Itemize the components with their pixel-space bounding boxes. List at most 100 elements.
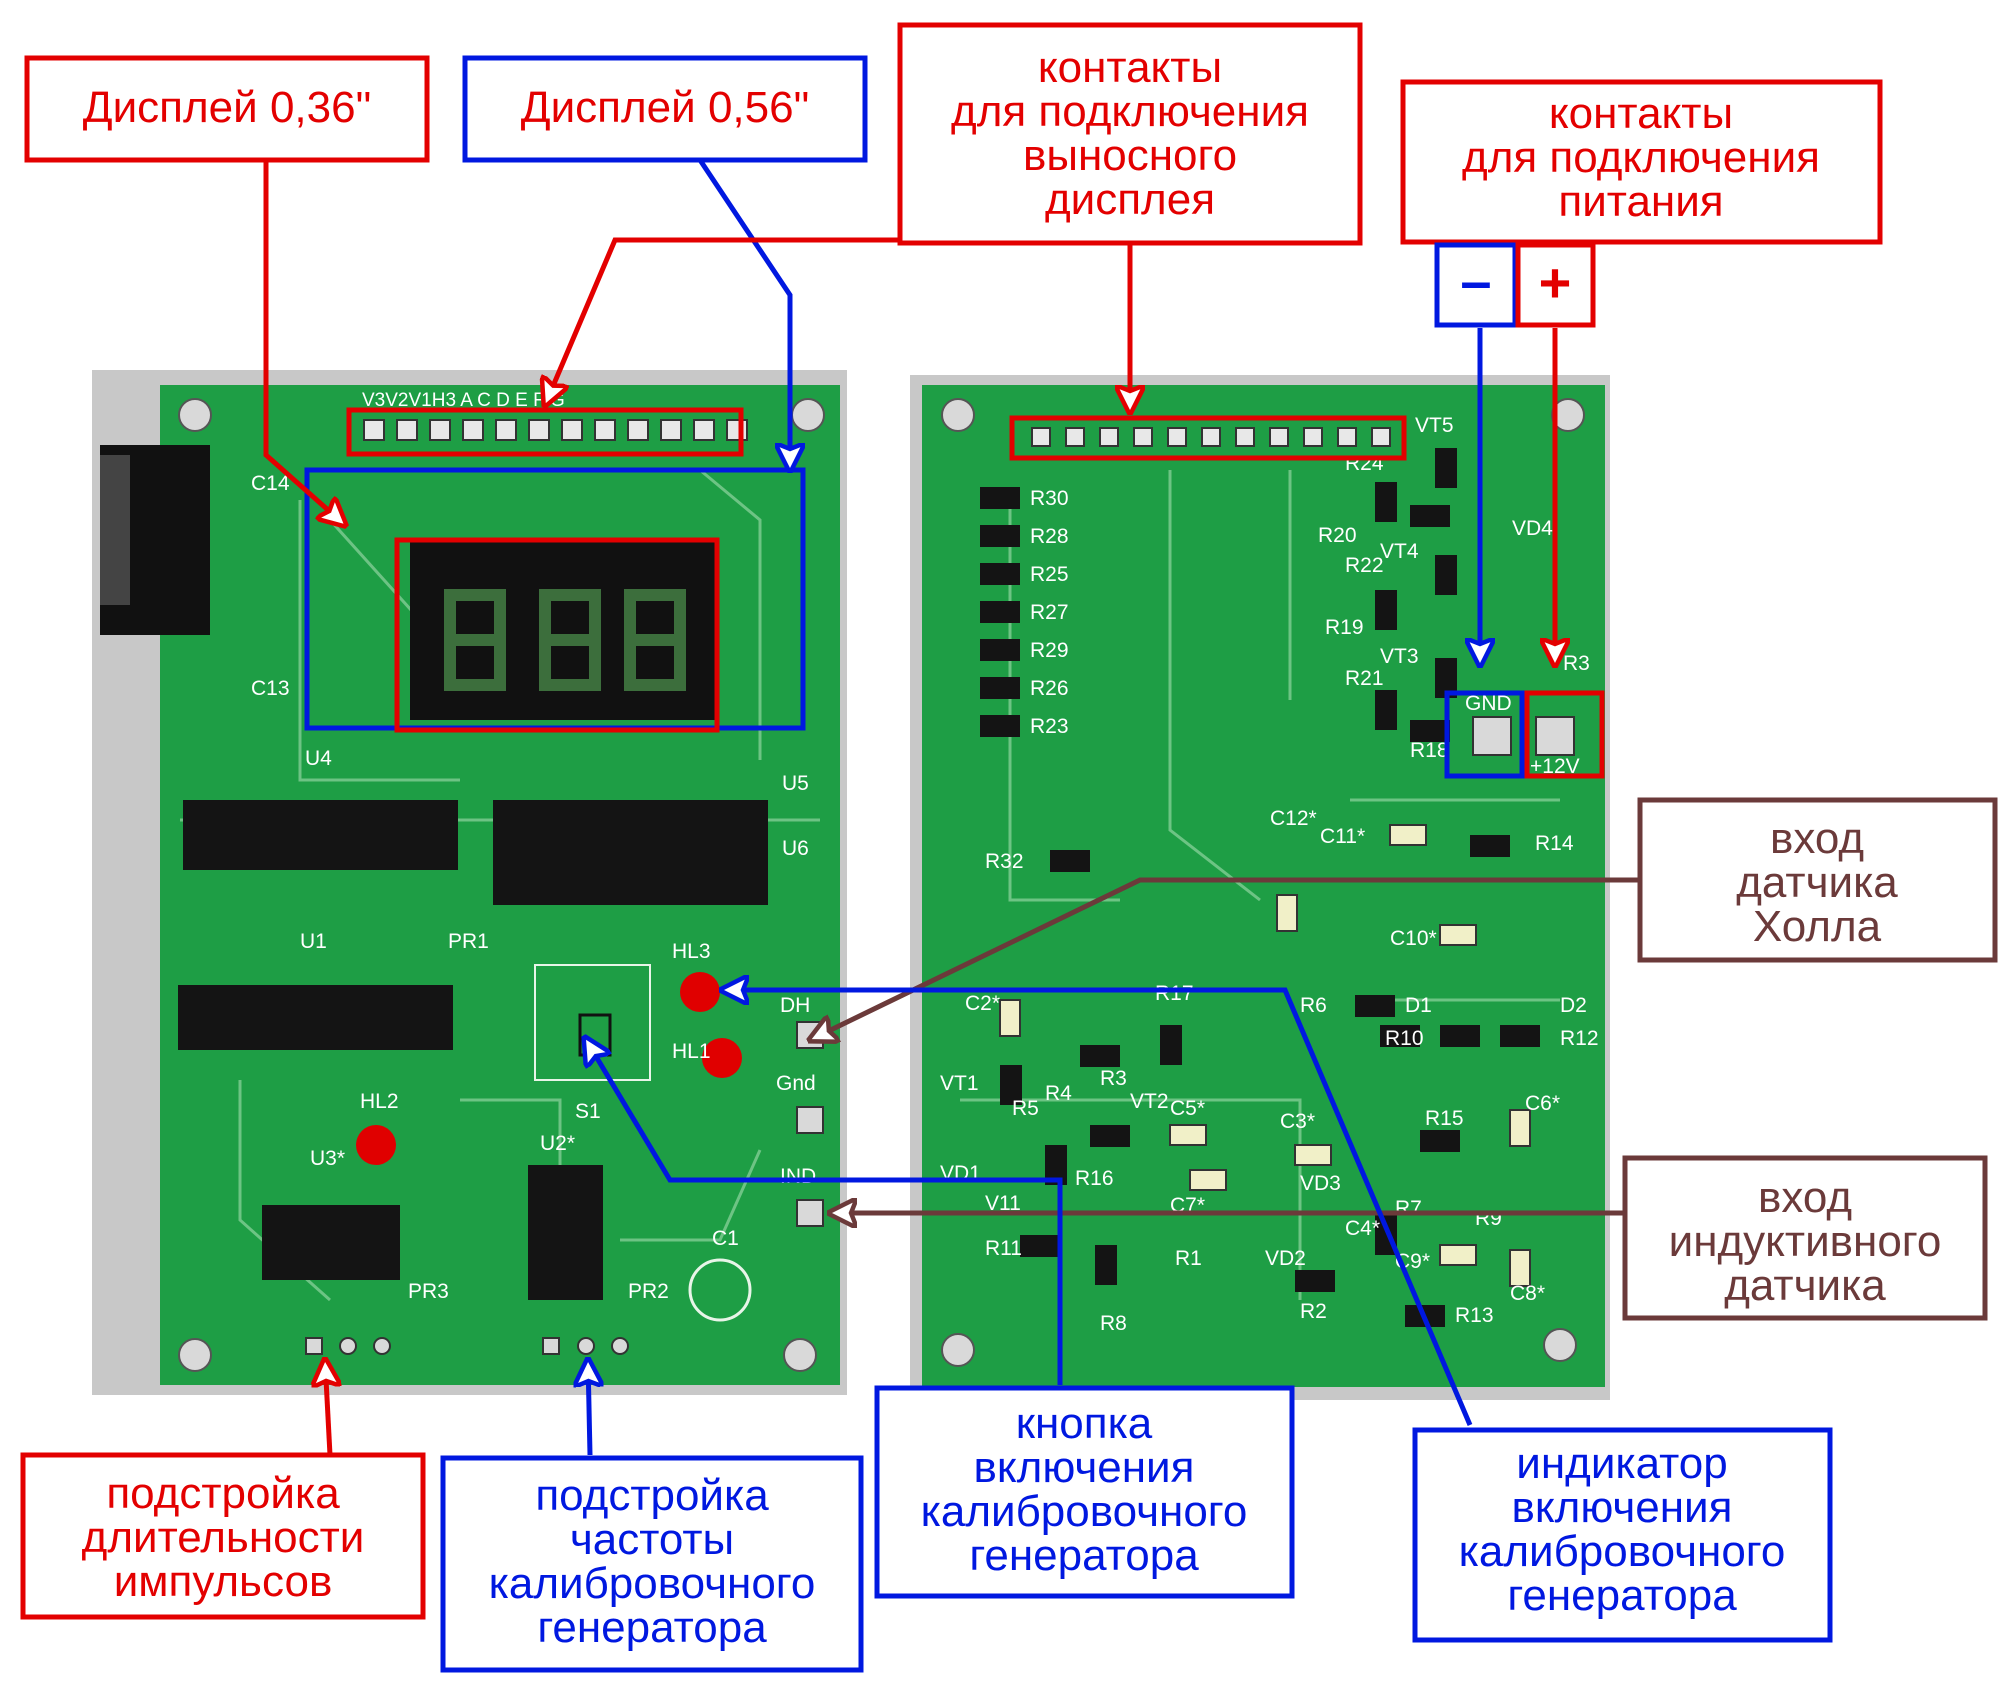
capacitor-c1 [688,1258,752,1322]
callout-plus: + [1515,242,1596,328]
callout-indicator-l3: калибровочного [1459,1527,1786,1576]
callout-button-l4: генератора [969,1531,1199,1580]
silk-r9: R9 [1475,1207,1502,1230]
power-pad [1535,716,1575,756]
silk-r13: R13 [1455,1304,1494,1327]
callout-indicator: индикатор включения калибровочного генер… [1412,1427,1833,1643]
silk-r7: R7 [1395,1197,1422,1220]
silk-r11: R11 [985,1237,1022,1260]
callout-frequency-l1: подстройка [535,1471,769,1520]
silk-r12: R12 [1560,1027,1599,1050]
callout-indicator-l1: индикатор [1516,1439,1727,1488]
silk-r27: R27 [1030,601,1069,624]
callout-button-l2: включения [974,1443,1195,1492]
silk-c1: C1 [712,1227,739,1250]
silk-u3: U3* [310,1147,345,1170]
callout-hall-l2: датчика [1736,858,1898,907]
callout-inductive-l1: вход [1758,1173,1852,1222]
silk-r24: R24 [1345,452,1384,475]
silk-c13: C13 [251,677,290,700]
silk-vd4: VD4 [1512,517,1553,540]
callout-display-056: Дисплей 0,56" [462,55,868,163]
silk-c5: C5* [1170,1097,1205,1120]
silk-ind: IND [780,1165,816,1188]
callout-display-036: Дисплей 0,36" [24,55,430,163]
silk-r4: R4 [1045,1082,1072,1105]
silk-r32: R32 [985,850,1024,873]
callout-power-l1: контакты [1549,89,1733,138]
silk-r15: R15 [1425,1107,1464,1130]
silk-vt4: VT4 [1380,540,1419,563]
silk-r18: R18 [1410,739,1449,762]
ic-u4 [183,800,458,870]
led-hl2 [356,1125,396,1165]
silk-s1: S1 [575,1100,601,1123]
callout-hall-l3: Холла [1753,902,1882,951]
silk-v11: V11 [985,1192,1021,1215]
ic-u5-u6 [493,800,768,905]
silk-u4: U4 [305,747,332,770]
silk-hl1: HL1 [672,1040,711,1063]
silk-pr3: PR3 [408,1280,449,1303]
switch-s1 [534,964,651,1081]
silk-c10: C10* [1390,927,1437,950]
ic-u1 [178,985,453,1050]
silk-r20: R20 [1318,524,1357,547]
silk-c8: C8* [1510,1282,1545,1305]
callout-frequency-l2: частоты [570,1515,734,1564]
silk-vd3: VD3 [1300,1172,1341,1195]
callout-hall: вход датчика Холла [1637,797,1998,963]
silk-r22: R22 [1345,554,1384,577]
gnd-pad [1472,716,1512,756]
silk-r19: R19 [1325,616,1364,639]
callout-pulse-width-l3: импульсов [114,1557,333,1606]
silk-dh: DH [780,994,810,1017]
silk-u2: U2* [540,1132,575,1155]
silk-u5: U5 [782,772,809,795]
led-hl3 [680,972,720,1012]
callout-frequency-l3: калибровочного [489,1559,816,1608]
silk-r28: R28 [1030,525,1069,548]
silk-r30: R30 [1030,487,1069,510]
silk-r2: R2 [1300,1300,1327,1323]
callout-remote-display-l1: контакты [1038,43,1222,92]
silk-vd2: VD2 [1265,1247,1306,1270]
silk-r8: R8 [1100,1312,1127,1335]
silk-pr2: PR2 [628,1280,669,1303]
right-board: VT5 R30 R28 R25 R27 R29 R26 R23 R24 R20 … [910,375,1610,1400]
silk-12v: +12V [1530,755,1580,778]
silk-r21: R21 [1345,667,1384,690]
silk-vt5: VT5 [1415,414,1454,437]
left-header-label: V3V2V1H3 A C D E F G [362,390,565,411]
silk-r10: R10 [1385,1027,1424,1050]
plus-sign: + [1539,251,1572,314]
callout-remote-display: контакты для подключения выносного диспл… [897,22,1363,246]
callout-hall-l1: вход [1770,814,1864,863]
silk-c6: C6* [1525,1092,1560,1115]
callout-frequency: подстройка частоты калибровочного генера… [440,1455,864,1673]
silk-c4: C4* [1345,1217,1380,1240]
ic-u3 [262,1205,400,1280]
silk-r6: R6 [1300,994,1327,1017]
callout-lines [263,158,1640,1456]
silk-c14: C14 [251,472,290,495]
callout-indicator-l2: включения [1512,1483,1733,1532]
callout-button: кнопка включения калибровочного генерато… [874,1385,1295,1599]
silk-r3-mid: R3 [1100,1067,1127,1090]
callout-inductive: вход индуктивного датчика [1622,1155,1988,1321]
silk-gnd-right: GND [1465,692,1512,715]
silk-r23: R23 [1030,715,1069,738]
callout-button-l3: калибровочного [921,1487,1248,1536]
callout-display-036-text: Дисплей 0,36" [83,83,371,132]
callout-pulse-width-l1: подстройка [106,1469,340,1518]
silk-u1: U1 [300,930,327,953]
callout-inductive-l3: датчика [1724,1261,1886,1310]
callout-indicator-l4: генератора [1507,1571,1737,1620]
silk-r5: R5 [1012,1097,1039,1120]
silk-r3-top: R3 [1563,652,1590,675]
silk-c3: C3* [1280,1110,1315,1133]
callout-display-056-text: Дисплей 0,56" [521,83,809,132]
silk-gnd: Gnd [776,1072,816,1095]
silk-r26: R26 [1030,677,1069,700]
silk-d2: D2 [1560,994,1587,1017]
